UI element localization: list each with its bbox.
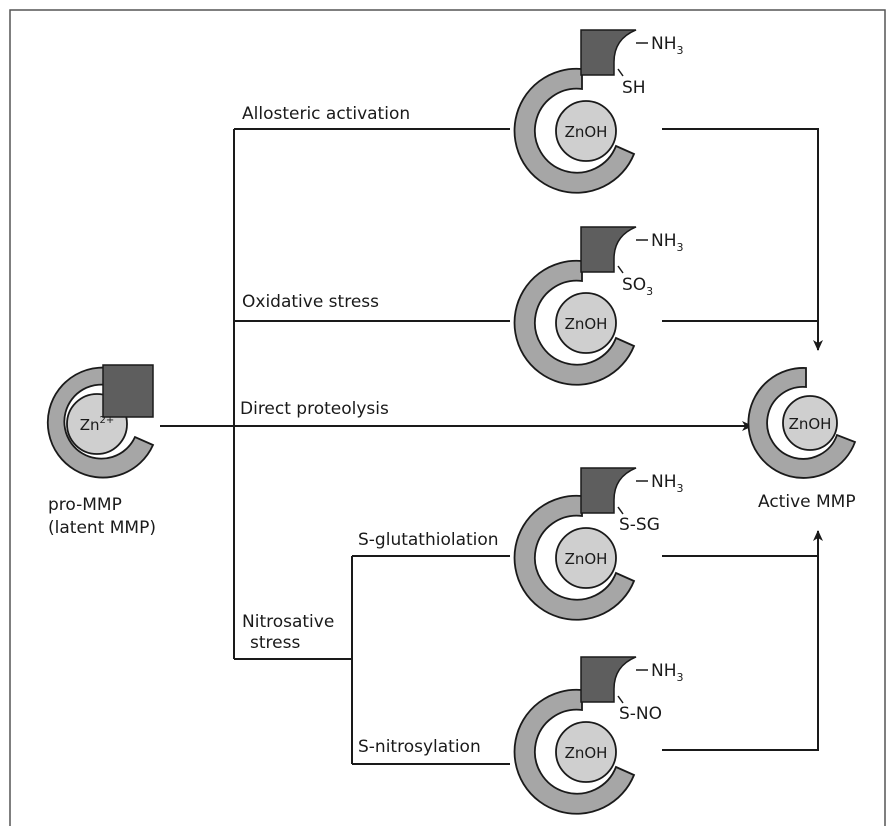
amine-group-label: NH3 [651,661,684,684]
propeptide-block [580,226,637,273]
figure-frame [9,9,886,826]
allosteric-intermediate: ZnOH NH3 SH [513,29,684,194]
intermediate-ring [513,688,636,815]
intermediate-zinc-core [555,721,617,783]
amine-group-label: NH3 [651,472,684,495]
oxidative-stress-label: Oxidative stress [242,292,379,312]
active-mmp-label: Active MMP [758,492,856,512]
direct-proteolysis-label: Direct proteolysis [240,399,389,419]
propeptide-block [580,467,637,514]
s-nitrosylation-label: S-nitrosylation [358,737,481,757]
intermediate-ring [513,494,636,621]
active-mmp-ring [747,367,857,479]
znoh-label: ZnOH [565,123,608,141]
propeptide-block [580,656,637,703]
upper-collector-line [662,128,823,351]
thiol-group-label: SH [622,78,646,98]
pro-mmp-ring [46,366,155,479]
active-mmp-zinc-core [782,395,838,451]
oxidative-intermediate: ZnOH NH3 SO3 [513,226,684,386]
amine-group-label: NH3 [651,231,684,254]
intermediate-ring [513,259,636,386]
pro-mmp-zinc-label: Zn2+ [80,415,115,434]
active-mmp-enzyme: ZnOH [747,367,857,479]
lower-collector-line [662,530,823,751]
nitroso-group-label: S-NO [619,704,662,724]
nitrosative-stress-label-line2: stress [250,633,300,653]
amine-group-label: NH3 [651,34,684,57]
active-znoh-label: ZnOH [789,415,832,433]
nitrosylation-intermediate: ZnOH NH3 S-NO [513,656,684,815]
s-glutathiolation-label: S-glutathiolation [358,530,499,550]
propeptide-block [580,29,637,76]
nitrosative-stress-label-line1: Nitrosative [242,612,334,632]
znoh-label: ZnOH [565,744,608,762]
latent-mmp-label: (latent MMP) [48,518,156,538]
glutathiolation-intermediate: ZnOH NH3 S-SG [513,467,684,621]
pro-mmp-label: pro-MMP [48,495,122,515]
sulfonate-group-label: SO3 [622,275,653,298]
pro-mmp-propeptide [102,364,154,418]
intermediate-zinc-core [555,292,617,354]
allosteric-activation-label: Allosteric activation [242,104,410,124]
znoh-label: ZnOH [565,550,608,568]
pathway-lines [160,128,823,765]
intermediate-zinc-core [555,527,617,589]
znoh-label: ZnOH [565,315,608,333]
intermediate-ring [513,67,636,194]
glutathione-group-label: S-SG [619,515,660,535]
pro-mmp-enzyme: Zn2+ [46,364,155,479]
intermediate-zinc-core [555,100,617,162]
